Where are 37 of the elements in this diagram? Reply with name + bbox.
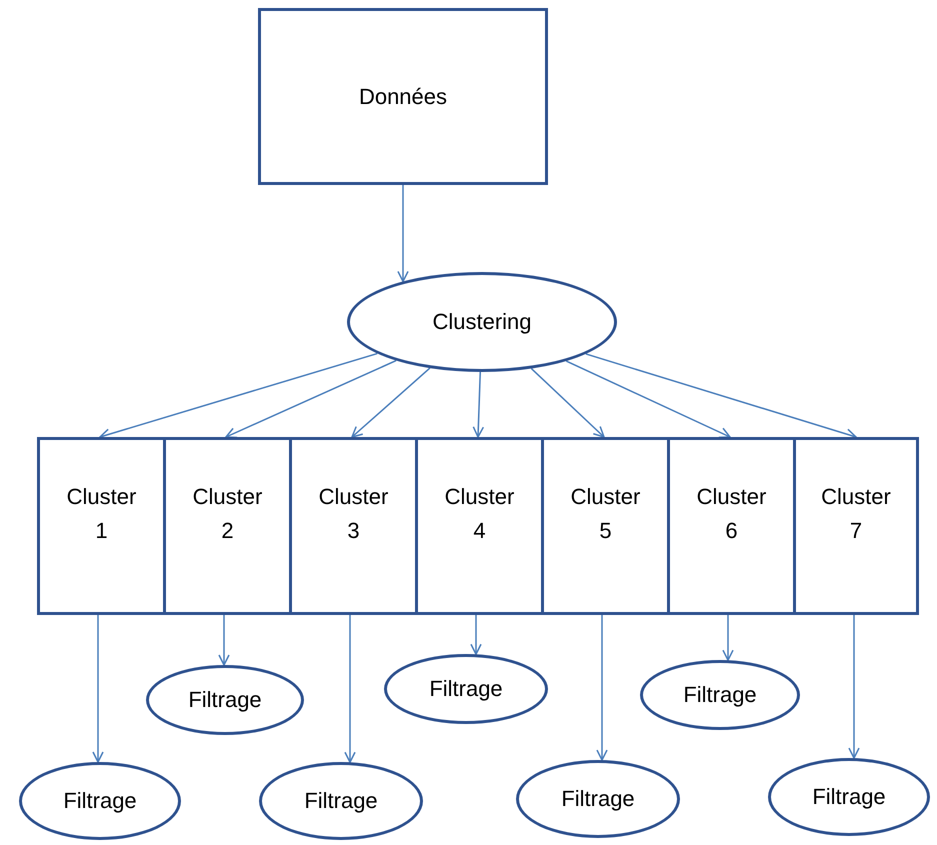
process-box [258, 8, 548, 185]
arrow [596, 615, 608, 761]
node-label: Filtrage [304, 787, 378, 815]
process-box [667, 437, 796, 615]
node-label: Filtrage [63, 787, 137, 815]
process-box [163, 437, 292, 615]
arrow [722, 615, 734, 661]
process-box [289, 437, 418, 615]
arrow [470, 615, 482, 655]
arrow [566, 360, 731, 438]
arrow [586, 353, 857, 440]
node-label: Clustering [432, 308, 532, 336]
node-label: Filtrage [683, 681, 757, 709]
node-label: Filtrage [812, 783, 886, 811]
arrow [92, 615, 104, 763]
node-label: Filtrage [188, 686, 262, 714]
node-label: Données [358, 82, 448, 110]
node-label: Cluster 5 [570, 483, 642, 545]
node-label: Filtrage [561, 785, 635, 813]
arrow [397, 185, 409, 282]
process-box [541, 437, 670, 615]
process-box [793, 437, 919, 615]
arrow [848, 615, 860, 759]
arrow [472, 372, 484, 438]
arrow [225, 360, 396, 438]
node-label: Cluster 3 [318, 483, 390, 545]
node-label: Cluster 2 [192, 483, 264, 545]
node-label: Filtrage [429, 675, 503, 703]
node-label: Cluster 6 [696, 483, 768, 545]
node-label: Cluster 4 [444, 483, 516, 545]
process-box [415, 437, 544, 615]
arrow [99, 352, 378, 440]
arrow [344, 615, 356, 763]
process-box [37, 437, 166, 615]
node-label: Cluster 1 [66, 483, 138, 545]
node-label: Cluster 7 [820, 483, 892, 545]
arrow [218, 615, 230, 666]
